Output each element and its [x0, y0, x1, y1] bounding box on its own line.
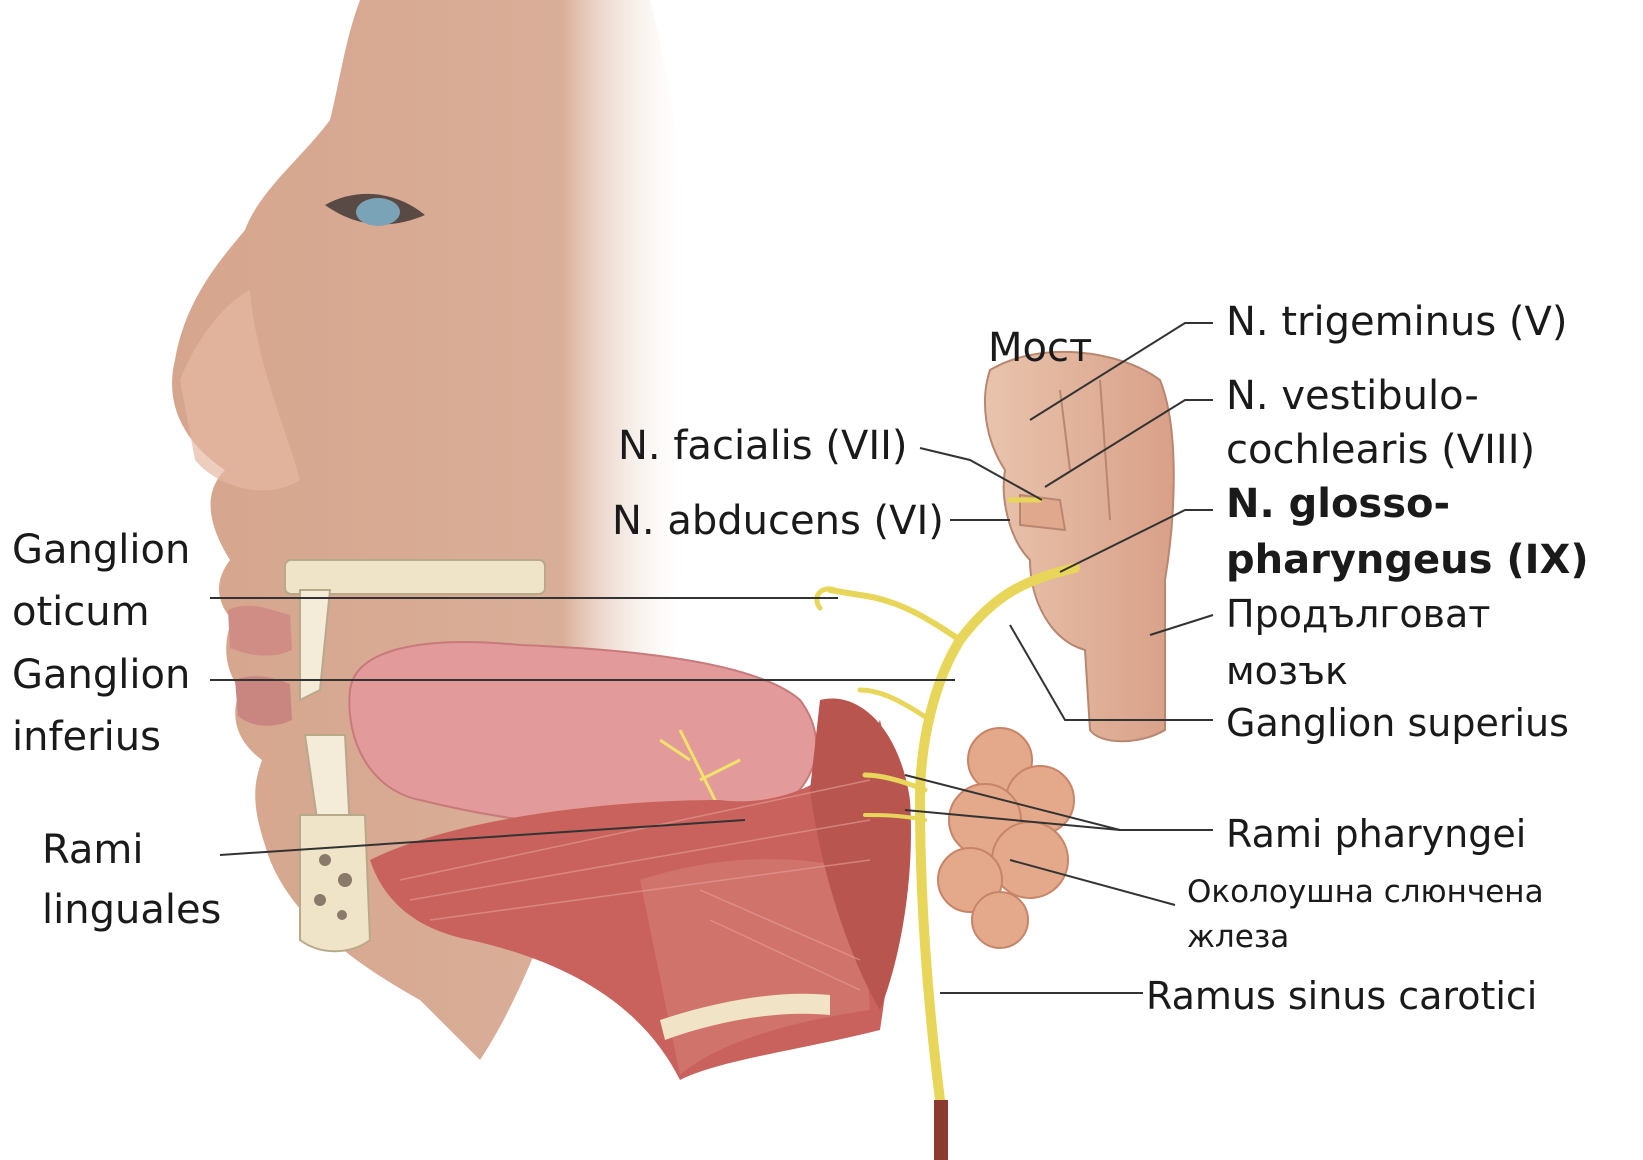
- label-parotid-line1: Околоушна слюнчена: [1187, 877, 1544, 908]
- label-rami-linguales-line1: Rami: [42, 830, 144, 870]
- label-vestibulocochlearis-line1: N. vestibulo-: [1226, 376, 1479, 416]
- carotid-artery: [934, 1100, 948, 1160]
- brainstem: [985, 352, 1174, 741]
- label-medulla-line2: мозък: [1226, 652, 1348, 690]
- label-ganglion-oticum-line1: Ganglion: [12, 530, 190, 570]
- label-ganglion-inferius-line1: Ganglion: [12, 655, 190, 695]
- parotid-gland: [938, 728, 1074, 948]
- label-trigeminus: N. trigeminus (V): [1226, 302, 1568, 342]
- label-medulla-line1: Продълговат: [1226, 595, 1490, 633]
- label-ganglion-superius: Ganglion superius: [1226, 704, 1569, 742]
- label-rami-pharyngei: Rami pharyngei: [1226, 815, 1526, 853]
- label-pons: Мост: [988, 328, 1092, 368]
- label-glossopharyngeus-line1: N. glosso-: [1226, 484, 1450, 524]
- label-vestibulocochlearis-line2: cochlearis (VIII): [1226, 430, 1535, 470]
- label-ganglion-inferius-line2: inferius: [12, 717, 161, 757]
- label-facialis: N. facialis (VII): [618, 426, 908, 466]
- label-abducens: N. abducens (VI): [612, 501, 944, 541]
- label-ramus-sinus-carotici: Ramus sinus carotici: [1146, 977, 1537, 1015]
- label-parotid-line2: жлеза: [1187, 922, 1289, 953]
- label-rami-linguales-line2: linguales: [42, 890, 221, 930]
- label-ganglion-oticum-line2: oticum: [12, 592, 150, 632]
- label-glossopharyngeus-line2: pharyngeus (IX): [1226, 540, 1589, 580]
